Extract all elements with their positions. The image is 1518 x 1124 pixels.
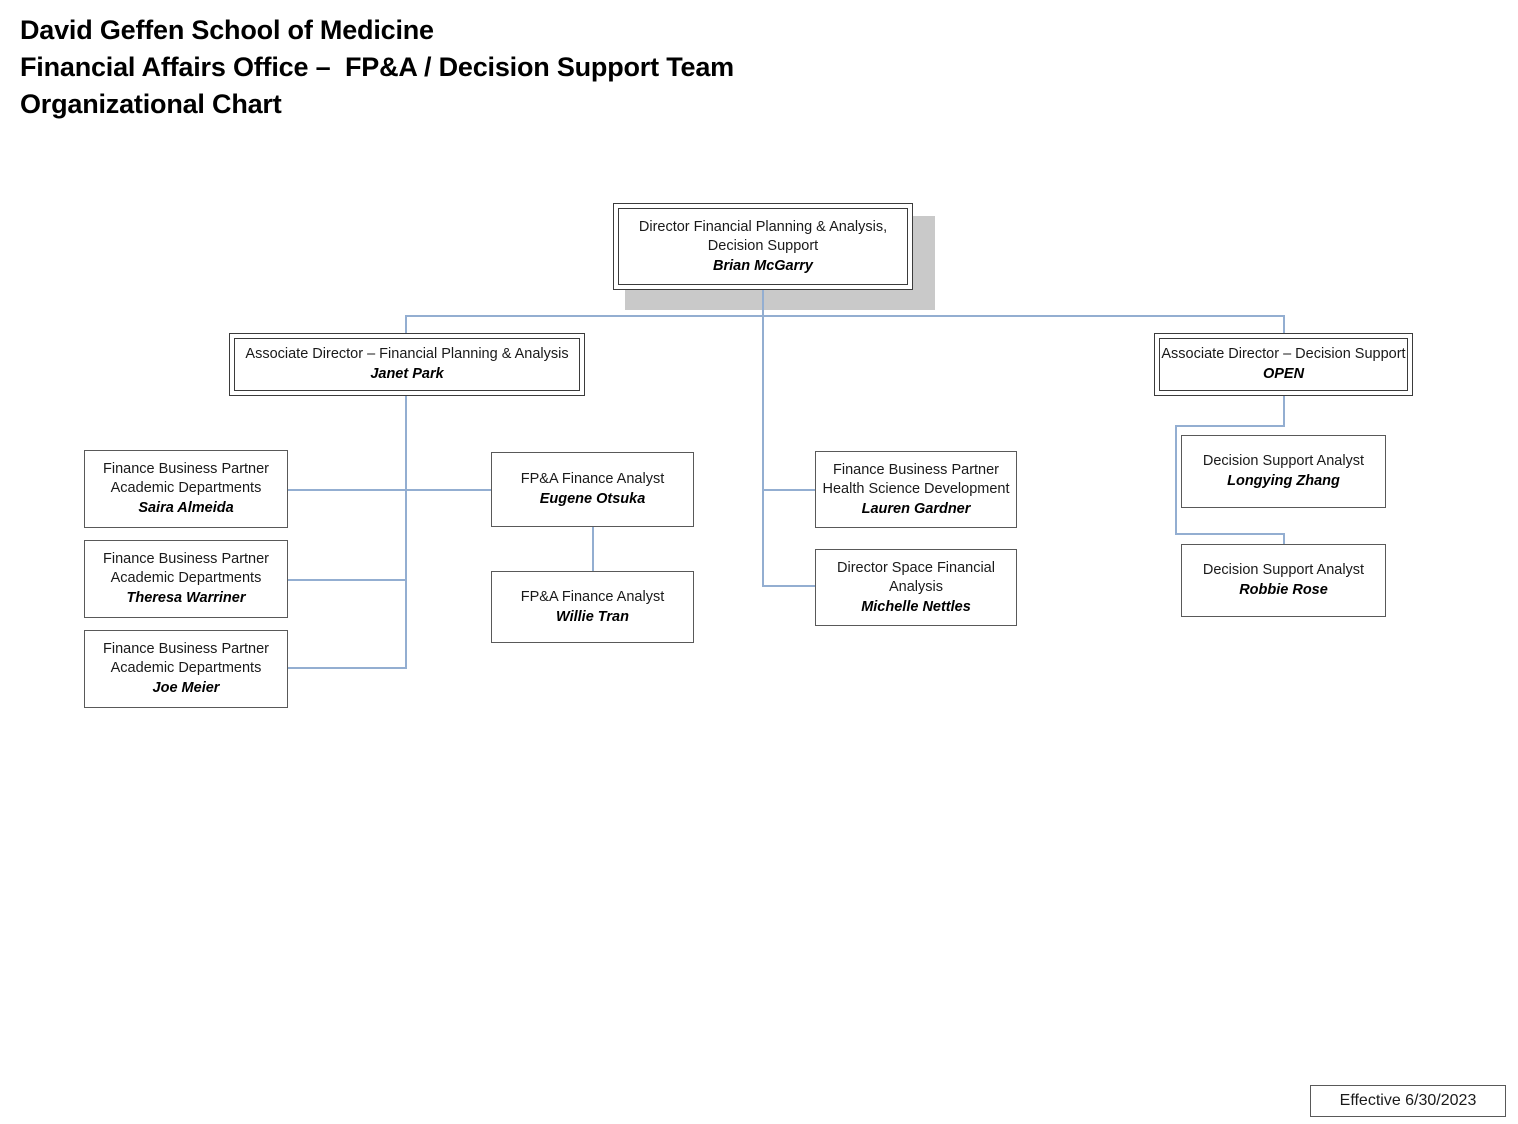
title-line-2: Financial Affairs Office – FP&A / Decisi… — [20, 52, 734, 82]
node-decision-support-analyst-robbie-rose[interactable]: Decision Support Analyst Robbie Rose — [1181, 544, 1386, 617]
connector-center-spine — [762, 315, 764, 586]
node-decision-support-analyst-longying-zhang[interactable]: Decision Support Analyst Longying Zhang — [1181, 435, 1386, 508]
node-fpa-finance-analyst-eugene-otsuka[interactable]: FP&A Finance Analyst Eugene Otsuka — [491, 452, 694, 527]
node-person: Theresa Warriner — [126, 590, 246, 606]
node-person: Eugene Otsuka — [539, 491, 646, 507]
connector-to-assoc-fpa — [405, 315, 407, 333]
connector-root-stem — [762, 290, 764, 316]
node-person: Lauren Gardner — [861, 500, 971, 517]
node-person: Willie Tran — [556, 608, 629, 625]
connector-ds-left-rail — [1175, 425, 1177, 535]
node-role: Decision Support Analyst — [1202, 562, 1365, 578]
node-role: FP&A Finance Analyst — [520, 471, 665, 487]
connector-root-bus — [405, 315, 1285, 317]
node-role: Associate Director – Decision Support — [1161, 346, 1406, 362]
title-line-3: Organizational Chart — [20, 89, 282, 119]
node-fpa-finance-analyst-willie-tran[interactable]: FP&A Finance Analyst Willie Tran — [491, 571, 694, 643]
node-person: Brian McGarry — [713, 257, 813, 274]
node-director-financial-planning[interactable]: Director Financial Planning & Analysis, … — [613, 203, 913, 290]
connector-to-eugene-otsuka — [405, 489, 491, 491]
node-person: Saira Almeida — [138, 500, 234, 516]
connector-to-michelle-nettles — [762, 585, 815, 587]
node-associate-director-decision-support[interactable]: Associate Director – Decision Support OP… — [1154, 333, 1413, 396]
node-role: Finance Business Partner Academic Depart… — [102, 641, 270, 676]
node-role: Finance Business Partner Academic Depart… — [102, 461, 270, 496]
node-finance-business-partner-saira-almeida[interactable]: Finance Business Partner Academic Depart… — [84, 450, 288, 528]
connector-to-lauren-gardner — [762, 489, 815, 491]
page-title: David Geffen School of Medicine Financia… — [20, 12, 1220, 123]
effective-date-badge: Effective 6/30/2023 — [1310, 1085, 1506, 1117]
node-role: Finance Business Partner Health Science … — [822, 461, 1010, 497]
connector-to-joe-meier — [288, 667, 406, 669]
node-person: Michelle Nettles — [861, 598, 971, 615]
node-role: Finance Business Partner Academic Depart… — [102, 551, 270, 586]
title-line-1: David Geffen School of Medicine — [20, 15, 434, 45]
node-person: Joe Meier — [152, 680, 220, 696]
connector-ds-stem — [1283, 396, 1285, 426]
node-associate-director-fpa[interactable]: Associate Director – Financial Planning … — [229, 333, 585, 396]
connector-ds-bus-bottom — [1175, 533, 1285, 535]
node-finance-business-partner-joe-meier[interactable]: Finance Business Partner Academic Depart… — [84, 630, 288, 708]
node-person: Janet Park — [370, 366, 444, 382]
node-role: Director Financial Planning & Analysis, … — [638, 218, 888, 254]
connector-to-assoc-ds — [1283, 315, 1285, 333]
node-role: FP&A Finance Analyst — [520, 588, 665, 605]
connector-to-robbie-rose — [1283, 533, 1285, 545]
node-person: OPEN — [1262, 366, 1305, 382]
effective-date-label: Effective 6/30/2023 — [1339, 1092, 1477, 1109]
node-role: Director Space Financial Analysis — [837, 559, 995, 595]
node-director-space-financial-analysis-michelle-nettles[interactable]: Director Space Financial Analysis Michel… — [815, 549, 1017, 626]
connector-to-saira-almeida — [288, 489, 406, 491]
node-role: Decision Support Analyst — [1202, 453, 1365, 469]
node-role: Associate Director – Financial Planning … — [245, 346, 569, 362]
node-person: Longying Zhang — [1227, 473, 1340, 489]
node-finance-business-partner-lauren-gardner[interactable]: Finance Business Partner Health Science … — [815, 451, 1017, 528]
connector-to-theresa-warriner — [288, 579, 406, 581]
connector-fpa-spine — [405, 396, 407, 669]
node-person: Robbie Rose — [1239, 582, 1328, 598]
connector-ds-bus-top — [1175, 425, 1285, 427]
node-finance-business-partner-theresa-warriner[interactable]: Finance Business Partner Academic Depart… — [84, 540, 288, 618]
connector-otsuka-to-tran — [592, 526, 594, 571]
